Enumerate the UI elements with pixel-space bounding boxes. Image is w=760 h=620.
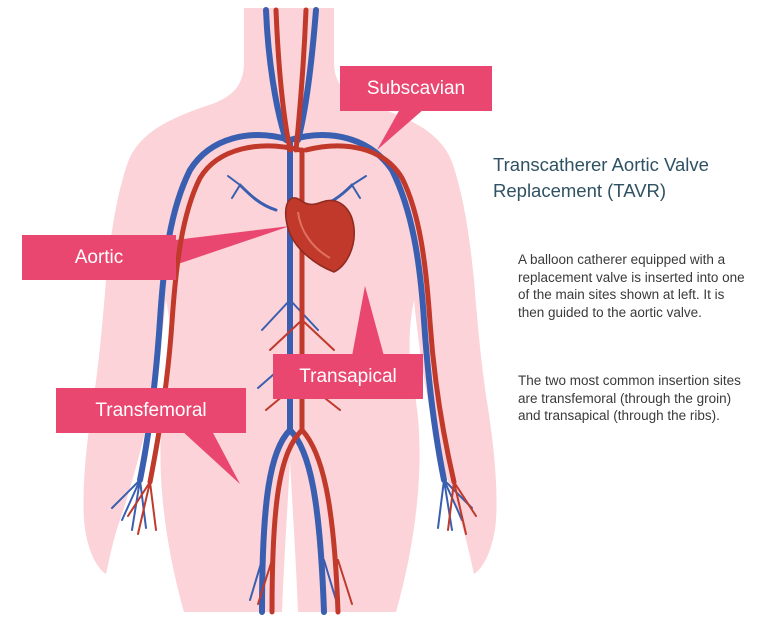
label-transfemoral: Transfemoral [56, 388, 246, 433]
info-paragraph-2: The two most common insertion sites are … [518, 372, 753, 425]
info-title: Transcatherer Aortic Valve Replacement (… [493, 152, 743, 204]
label-aortic: Aortic [22, 235, 176, 280]
label-subscavian: Subscavian [340, 66, 492, 111]
info-paragraph-1: A balloon catherer equipped with a repla… [518, 251, 753, 321]
label-transapical: Transapical [273, 354, 423, 399]
